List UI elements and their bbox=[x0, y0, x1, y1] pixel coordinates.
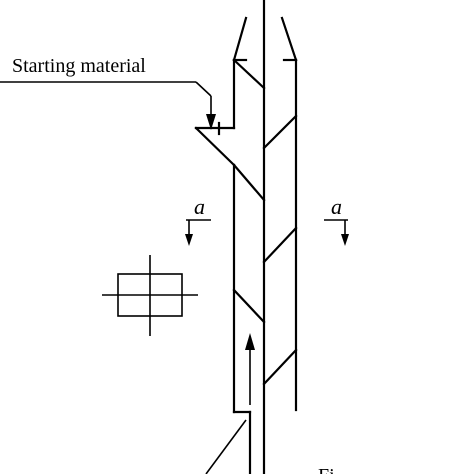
arrow-down-icon bbox=[185, 234, 193, 246]
vessel-left-wall bbox=[232, 16, 248, 414]
section-label-right: a bbox=[331, 194, 342, 219]
bottom-inlet-pipe bbox=[232, 410, 252, 474]
bottom-partial-label: Fi bbox=[318, 465, 335, 474]
feed-inlet-chute bbox=[194, 121, 236, 167]
arrow-down-icon bbox=[341, 234, 349, 246]
cross-section-symbol bbox=[102, 255, 198, 336]
arrow-up-icon bbox=[245, 333, 255, 350]
arrow-down-icon bbox=[206, 114, 216, 130]
starting-material-leader bbox=[0, 81, 216, 130]
section-mark-left: a bbox=[185, 194, 211, 246]
section-mark-right: a bbox=[324, 194, 349, 246]
vessel-right-wall bbox=[280, 16, 298, 412]
baffles bbox=[232, 58, 298, 386]
upward-flow-arrow bbox=[245, 333, 255, 405]
starting-material-label: Starting material bbox=[12, 55, 146, 77]
bottom-leader bbox=[205, 419, 247, 474]
section-label-left: a bbox=[194, 194, 205, 219]
